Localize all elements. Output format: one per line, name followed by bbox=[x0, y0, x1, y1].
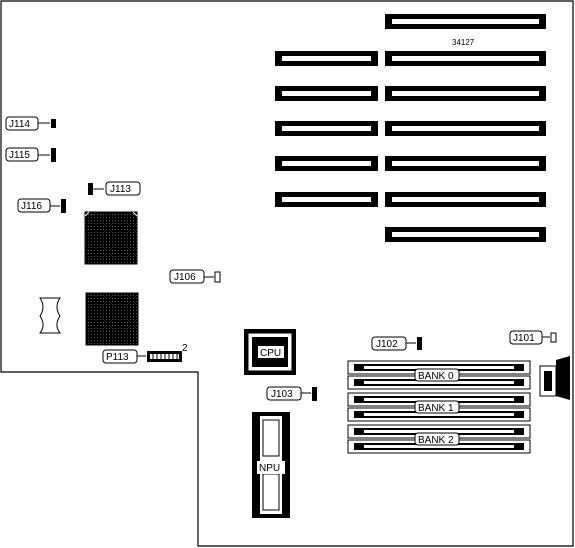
npu-socket: NPU bbox=[252, 412, 290, 518]
j113-label: J113 bbox=[110, 184, 131, 195]
j102-label: J102 bbox=[376, 339, 398, 350]
jumper-j116: J116 bbox=[17, 198, 66, 213]
expansion-slot bbox=[385, 156, 546, 171]
expansion-slot-8bit bbox=[275, 121, 378, 136]
jumper-j101: J101 bbox=[509, 330, 557, 345]
bank-2-label: BANK 2 bbox=[418, 435, 454, 446]
bank-0-label-box: BANK 0 bbox=[414, 368, 460, 382]
bank-0-label: BANK 0 bbox=[418, 371, 454, 382]
chip-large-upper bbox=[84, 211, 138, 265]
cpu-chip: CPU bbox=[244, 329, 296, 375]
j114-label: J114 bbox=[9, 119, 30, 130]
simm-socket bbox=[347, 360, 531, 375]
bank-1-label: BANK 1 bbox=[418, 403, 454, 414]
expansion-slot-8bit bbox=[275, 86, 378, 101]
npu-label: NPU bbox=[259, 463, 280, 474]
expansion-slot bbox=[385, 51, 546, 66]
simm-socket bbox=[347, 407, 531, 422]
expansion-slots-short bbox=[275, 51, 378, 207]
memory-sockets bbox=[347, 360, 531, 454]
expansion-slot bbox=[385, 121, 546, 136]
bank-1-label-box: BANK 1 bbox=[414, 400, 460, 414]
j115-label: J115 bbox=[9, 150, 30, 161]
connector-p113: P113 2 bbox=[102, 343, 188, 364]
jumper-j102: J102 bbox=[371, 336, 422, 351]
jumper-j113: J113 bbox=[88, 181, 141, 196]
edge-connector bbox=[539, 356, 570, 400]
j103-label: J103 bbox=[271, 389, 293, 400]
j116-label: J116 bbox=[21, 201, 42, 212]
expansion-slot-8bit bbox=[275, 156, 378, 171]
expansion-slot bbox=[385, 192, 546, 207]
jumper-j106: J106 bbox=[169, 269, 221, 284]
cpu-label: CPU bbox=[260, 348, 281, 359]
jumper-j115: J115 bbox=[5, 147, 56, 162]
p113-label: P113 bbox=[106, 352, 129, 363]
expansion-slot bbox=[385, 227, 546, 242]
chip-large-lower bbox=[85, 292, 139, 346]
jumper-j114: J114 bbox=[5, 116, 56, 131]
oscillator-outline bbox=[38, 297, 62, 334]
simm-socket bbox=[347, 375, 531, 390]
jumper-j103: J103 bbox=[266, 386, 317, 401]
bank-2-label-box: BANK 2 bbox=[414, 432, 460, 446]
expansion-slot bbox=[385, 14, 546, 29]
j106-label: J106 bbox=[174, 272, 196, 283]
j101-label: J101 bbox=[513, 333, 535, 344]
part-number-label: 34127 bbox=[452, 38, 475, 47]
expansion-slot-8bit bbox=[275, 192, 378, 207]
expansion-slot-8bit bbox=[275, 51, 378, 66]
p113-pin-number: 2 bbox=[182, 343, 188, 354]
expansion-slot bbox=[385, 86, 546, 101]
simm-socket bbox=[347, 424, 531, 439]
expansion-slots-long bbox=[385, 14, 546, 242]
